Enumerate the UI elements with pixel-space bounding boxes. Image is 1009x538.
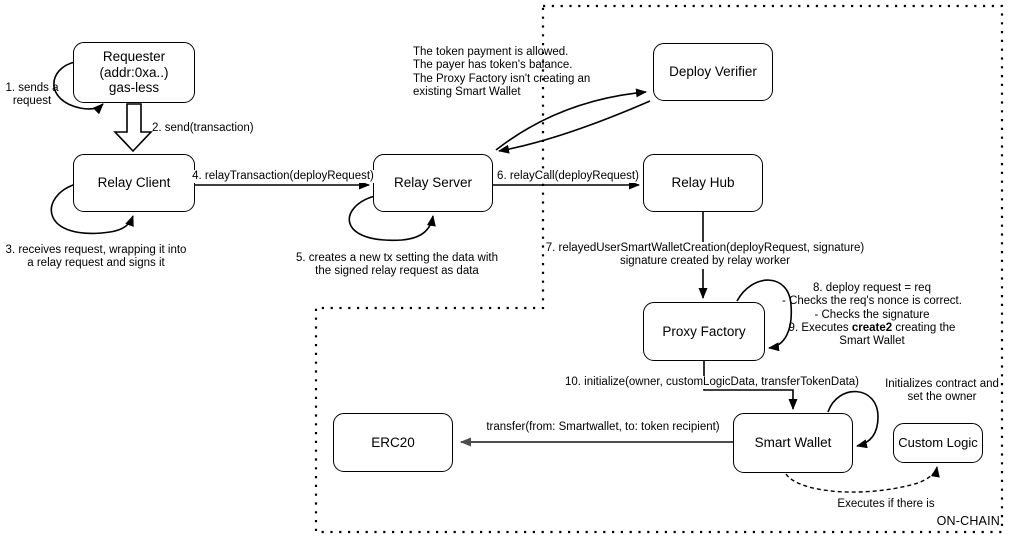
label-step3-receives-request: 3. receives request, wrapping it into a … xyxy=(5,244,187,270)
executes-custom-logic-dashed-arrow xyxy=(785,466,940,493)
node-relay-hub: Relay Hub xyxy=(643,154,763,212)
label-onchain-region: ON-CHAIN xyxy=(936,514,1000,528)
send-transaction-block-arrow xyxy=(113,103,153,153)
label-verifier-checks: The token payment is allowed. The payer … xyxy=(413,46,591,98)
label-step7-wallet-creation: 7. relayedUserSmartWalletCreation(deploy… xyxy=(545,242,865,269)
initialize-arrow xyxy=(703,361,798,410)
node-deploy-verifier: Deploy Verifier xyxy=(653,43,773,101)
verify-response-curve-arrow xyxy=(498,100,651,154)
node-relay-client: Relay Client xyxy=(73,154,195,212)
node-requester: Requester (addr:0xa..) gas-less xyxy=(73,42,195,103)
label-step6-relay-call: 6. relayCall(deployRequest) xyxy=(494,170,642,184)
label-transfer-call: transfer(from: Smartwallet, to: token re… xyxy=(478,421,728,435)
label-step2-send-transaction: 2. send(transaction) xyxy=(152,122,254,134)
proxy-factory-self-loop-arrow xyxy=(736,279,793,352)
node-custom-logic: Custom Logic xyxy=(893,423,983,463)
label-step9-tail-text: creating the Smart Wallet xyxy=(839,321,956,348)
relay-client-self-loop-arrow xyxy=(50,183,134,235)
node-proxy-factory: Proxy Factory xyxy=(643,302,765,361)
label-step10-initialize: 10. initialize(owner, customLogicData, t… xyxy=(563,376,861,390)
relay-server-self-loop-arrow xyxy=(348,195,436,241)
node-relay-server: Relay Server xyxy=(373,154,493,212)
label-initializes-contract: Initializes contract and set the owner xyxy=(885,378,999,404)
label-create2-bold: create2 xyxy=(851,321,893,334)
node-smart-wallet: Smart Wallet xyxy=(733,413,853,473)
label-step4-relay-transaction: 4. relayTransaction(deployRequest) xyxy=(192,170,374,184)
node-erc20: ERC20 xyxy=(333,413,453,472)
label-step8-9-text: 8. deploy request = req - Checks the req… xyxy=(782,282,962,334)
label-executes-if-there-is: Executes if there is xyxy=(834,498,938,512)
smart-wallet-self-loop-arrow xyxy=(827,390,879,449)
label-step5-creates-new-tx: 5. creates a new tx setting the data wit… xyxy=(296,252,499,278)
verify-request-curve-arrow xyxy=(495,88,647,151)
label-step8-9-proxy-checks: 8. deploy request = req - Checks the req… xyxy=(772,282,972,349)
requester-self-loop-arrow xyxy=(53,61,104,115)
label-step1-sends-request: 1. sends a request xyxy=(5,82,59,108)
onchain-boundary xyxy=(314,4,1004,534)
